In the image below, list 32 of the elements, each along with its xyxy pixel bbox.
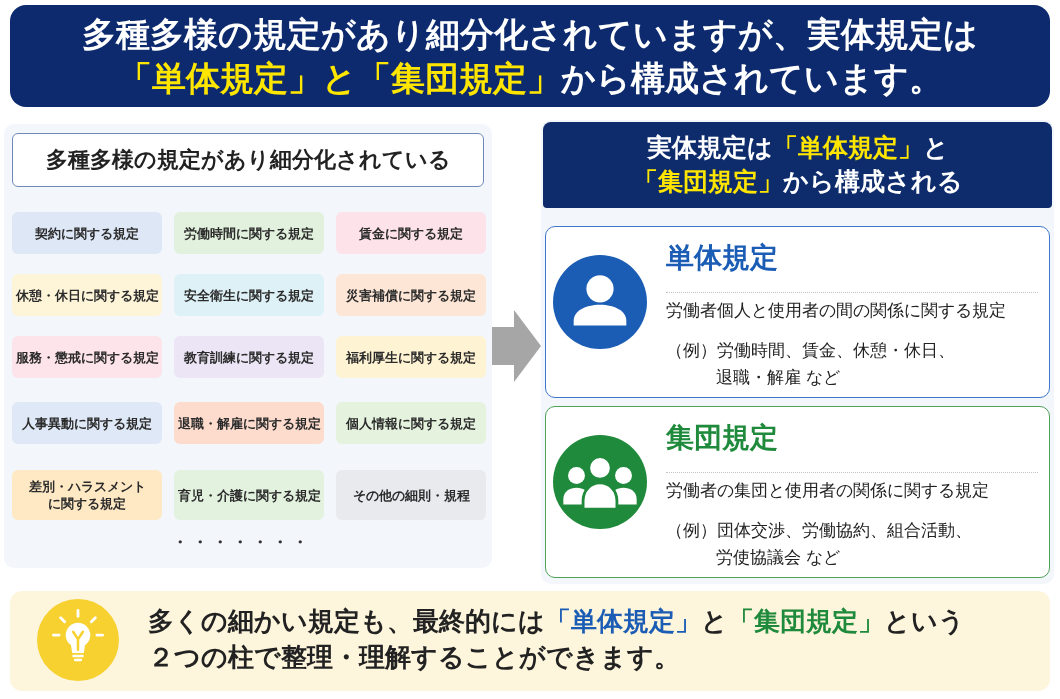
rule-category-tag: 教育訓練に関する規定 xyxy=(174,336,324,378)
rule-category-tag: 安全衛生に関する規定 xyxy=(174,274,324,316)
rule-category-tag: 差別・ハラスメントに関する規定 xyxy=(12,470,162,520)
card-description: 労働者個人と使用者の間の関係に関する規定 xyxy=(666,300,1006,322)
rule-category-tag: 育児・介護に関する規定 xyxy=(174,470,324,520)
panel-header: 実体規定は「単体規定」と「集団規定」から構成される xyxy=(543,122,1052,208)
rule-category-tag: 災害補償に関する規定 xyxy=(336,274,486,316)
tip-banner xyxy=(10,591,1050,691)
rule-category-tag: 個人情報に関する規定 xyxy=(336,402,486,444)
panel-heading: 多種多様の規定があり細分化されている xyxy=(12,133,484,187)
page-title: 多種多様の規定があり細分化されていますが、実体規定は「単体規定」と「集団規定」から構成されています。 xyxy=(81,12,979,100)
rule-category-tag: 休憩・休日に関する規定 xyxy=(12,274,162,316)
example-text: （例）団体交渉、労働協約、組合活動、労使協議会 など xyxy=(666,520,973,569)
rule-category-tag: 福利厚生に関する規定 xyxy=(336,336,486,378)
summary-panel xyxy=(541,120,1054,584)
continuation-dots: ・・・・・・・ xyxy=(169,529,311,556)
rule-category-tag: 人事異動に関する規定 xyxy=(12,402,162,444)
category-panel xyxy=(4,124,492,568)
card-heading: 単体規定 xyxy=(666,241,778,275)
rule-category-tag: 退職・解雇に関する規定 xyxy=(174,402,324,444)
rule-type-card xyxy=(545,406,1050,578)
rule-category-tag: 労働時間に関する規定 xyxy=(174,212,324,254)
rule-category-tag: 賃金に関する規定 xyxy=(336,212,486,254)
card-description: 労働者の集団と使用者の関係に関する規定 xyxy=(666,480,989,502)
card-heading: 集団規定 xyxy=(666,421,778,455)
arrow xyxy=(492,310,541,382)
tip-text: 多くの細かい規定も、最終的には「単体規定」と「集団規定」という２つの柱で整理・理解することができます。 xyxy=(148,605,966,674)
rule-category-tag: 契約に関する規定 xyxy=(12,212,162,254)
example-text: （例）労働時間、賃金、休憩・休日、退職・解雇 など xyxy=(666,340,956,389)
rule-category-tag: その他の細則・規程 xyxy=(336,470,486,520)
rule-category-tag: 服務・懲戒に関する規定 xyxy=(12,336,162,378)
rule-type-card xyxy=(545,226,1050,398)
